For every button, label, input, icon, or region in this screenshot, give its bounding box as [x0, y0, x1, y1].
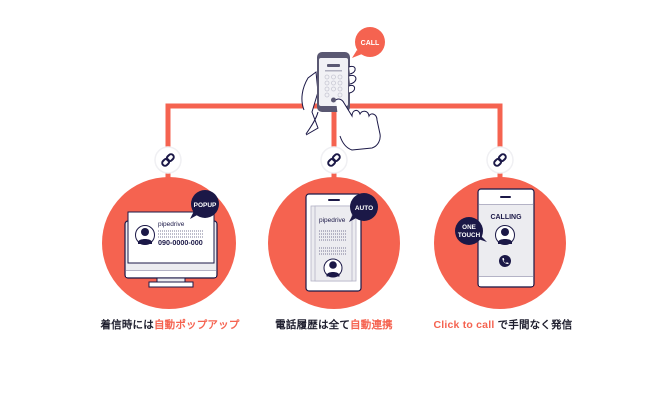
avatar-icon [135, 225, 155, 245]
caption-after: で手間なく発信 [494, 319, 573, 331]
one-touch-label-line2: TOUCH [458, 232, 481, 239]
caption-plain: 電話履歴は全て [275, 319, 351, 331]
wrist-line [305, 111, 319, 135]
pipedrive-brand: pipedrive [319, 217, 346, 224]
caption-highlight: 自動連携 [350, 319, 393, 331]
one-touch-label-line1: ONE [462, 224, 476, 231]
call-button-icon [499, 255, 511, 267]
fingers-outline [348, 65, 357, 94]
call-bubble: CALL [352, 27, 385, 58]
hub-phone-keypad [324, 74, 343, 98]
one-touch-bubble: ONE TOUCH [455, 217, 487, 245]
feature-auto: pipedrive AUTO [268, 177, 400, 309]
placeholder-lines [158, 230, 204, 238]
call-bubble-circle [355, 27, 385, 57]
feature-click-to-call: CALLING ONE TOUCH [434, 177, 566, 309]
avatar-icon [323, 258, 343, 278]
link-badge-right [486, 146, 514, 174]
popup-bubble: POPUP [190, 190, 219, 219]
call-bubble-label: CALL [361, 40, 380, 47]
caption-popup: 着信時には自動ポップアップ [100, 317, 240, 332]
caption-click-to-call: Click to call で手間なく発信 [430, 317, 576, 332]
popup-bubble-label: POPUP [194, 202, 217, 209]
desktop-monitor-icon [124, 211, 218, 288]
auto-bubble: AUTO [349, 193, 378, 222]
caption-highlight: 自動ポップアップ [153, 319, 240, 331]
pipedrive-brand: pipedrive [158, 221, 185, 228]
phone-in-hand-icon [301, 52, 381, 151]
placeholder-lines [319, 230, 346, 255]
feature-popup: pipedrive 090-0000-000 POPUP [102, 177, 236, 309]
caption-highlight: Click to call [433, 319, 495, 331]
left-hand-outline [301, 71, 319, 136]
call-bubble-tail [352, 50, 362, 58]
link-icon [493, 153, 507, 167]
link-icon [161, 153, 175, 167]
caption-plain: 着信時には [100, 319, 154, 331]
avatar-icon [495, 225, 515, 245]
pointing-hand-outline [335, 98, 381, 151]
link-badge-left [154, 146, 182, 174]
hub-phone-number-line [325, 70, 342, 72]
link-icon [327, 153, 341, 167]
auto-bubble-label: AUTO [355, 205, 373, 212]
phone-number: 090-0000-000 [158, 238, 203, 247]
hub-phone-call-key [331, 97, 336, 103]
hub-phone-header [327, 64, 340, 67]
caption-auto: 電話履歴は全て自動連携 [266, 317, 402, 332]
calling-status: CALLING [490, 214, 522, 221]
link-badge-center [320, 146, 348, 174]
